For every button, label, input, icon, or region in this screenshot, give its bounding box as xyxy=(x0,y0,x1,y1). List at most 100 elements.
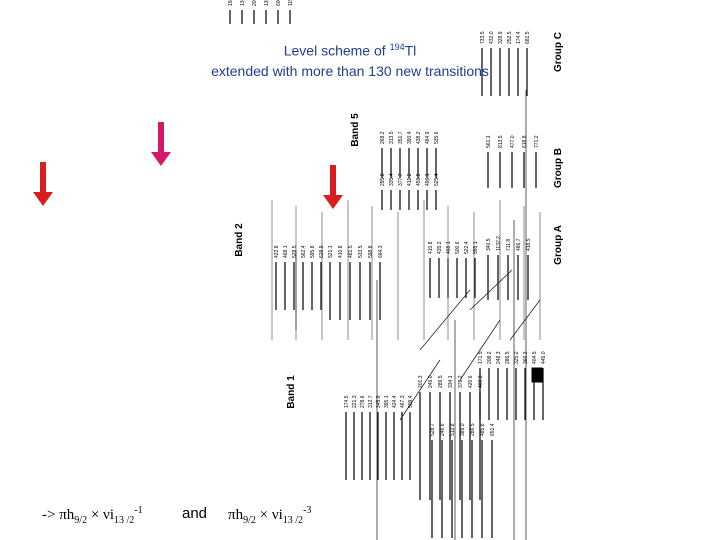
band2-right-transition-label: 410.8 xyxy=(338,245,344,258)
group-c-label: Group C xyxy=(553,32,564,72)
band-2-label: Band 2 xyxy=(234,223,245,257)
group-a-transition-label: 486.7 xyxy=(516,238,522,251)
band1-left-transition-label: 395.1 xyxy=(384,395,390,408)
band1-left-transition-label: 345.9 xyxy=(376,395,382,408)
formula-1-proton-sub: 9/2 xyxy=(74,515,87,526)
band-5-label: Band 5 xyxy=(350,113,361,147)
formula-2-exponent: -3 xyxy=(303,505,311,516)
band5-upper-transition-label: 268.2 xyxy=(380,131,386,144)
band5-upper-transition-label: 438.2 xyxy=(416,131,422,144)
diagram-subtitle: extended with more than 130 new transiti… xyxy=(160,62,540,80)
top-transition-label: 158.8 xyxy=(228,0,234,6)
link-line xyxy=(420,290,470,350)
title-element: Tl xyxy=(405,43,417,59)
band5-upper-transition-label: 535.6 xyxy=(434,131,440,144)
ground-state-marker xyxy=(532,368,542,382)
group-b-transition-label: 618.8 xyxy=(522,135,528,148)
band5-lower-transition-label: 377.7 xyxy=(398,173,404,186)
formula-2-proton: πh xyxy=(228,507,243,523)
group-a-transition-label: 340.5 xyxy=(486,238,492,251)
band2-left-transition-label: 468.1 xyxy=(283,245,289,258)
band1-left-transition-label: 467.3 xyxy=(400,395,406,408)
band5-lower-transition-label: 335.4 xyxy=(389,173,395,186)
formula-prefix: -> xyxy=(42,507,59,523)
center-transition-label: 435.2 xyxy=(437,241,443,254)
band2-right-transition-label: 664.3 xyxy=(378,245,384,258)
configuration-formula-1: -> πh9/2 × νi13 /2-1 xyxy=(42,505,143,526)
band1-left-transition-label: 174.5 xyxy=(344,395,350,408)
band1-left-transition-label: 424.4 xyxy=(392,395,398,408)
formula-2-proton-sub: 9/2 xyxy=(243,515,256,526)
band-1-label: Band 1 xyxy=(286,375,297,409)
bottom-transition-label: 485.6 xyxy=(480,423,486,436)
band5-lower-transition-label: 496.1 xyxy=(425,173,431,186)
band1-mid-transition-label: 201.3 xyxy=(418,375,424,388)
bottom-transition-label: 389.0 xyxy=(460,423,466,436)
top-transition-label: 115.0 xyxy=(288,0,294,6)
center-transition-label: 468.1 xyxy=(446,241,452,254)
group-a-transition-label: 418.5 xyxy=(526,238,532,251)
link-line xyxy=(510,300,540,340)
band1-right-transition-label: 171.5 xyxy=(478,351,484,364)
band1-right-transition-label: 366.3 xyxy=(523,351,529,364)
band1-mid-transition-label: 378.2 xyxy=(458,375,464,388)
center-transition-label: 555.1 xyxy=(473,241,479,254)
band1-right-transition-label: 208.2 xyxy=(487,351,493,364)
band1-right-transition-label: 325.2 xyxy=(514,351,520,364)
band1-left-transition-label: 278.6 xyxy=(360,395,366,408)
band1-right-transition-label: 404.5 xyxy=(532,351,538,364)
band2-left-transition-label: 628.9 xyxy=(319,245,325,258)
band2-left-transition-label: 595.8 xyxy=(310,245,316,258)
down-arrow-icon-middle xyxy=(151,122,171,166)
bottom-transition-label: 651.4 xyxy=(490,423,496,436)
formula-2-neutron-sub: 13 /2 xyxy=(283,515,303,526)
formula-1-neutron: × νi xyxy=(87,507,114,523)
band5-upper-transition-label: 484.9 xyxy=(425,131,431,144)
band2-right-transition-label: 598.8 xyxy=(368,245,374,258)
band5-lower-transition-label: 525.4 xyxy=(434,173,440,186)
formula-1-neutron-sub: 13 /2 xyxy=(114,515,134,526)
band5-upper-transition-label: 390.4 xyxy=(407,131,413,144)
link-line xyxy=(470,270,512,310)
band1-mid-transition-label: 289.5 xyxy=(438,375,444,388)
band2-right-transition-label: 481.5 xyxy=(348,245,354,258)
formula-conjunction: and xyxy=(182,505,207,522)
down-arrow-icon-right xyxy=(323,165,343,209)
formula-1-exponent: -1 xyxy=(134,505,142,516)
center-transition-label: 500.6 xyxy=(455,241,461,254)
group-a-label: Group A xyxy=(553,225,564,265)
diagram-title: Level scheme of 194Tl xyxy=(160,38,540,60)
top-transition-label: 600.0 xyxy=(276,0,282,6)
band1-mid-transition-label: 334.1 xyxy=(448,375,454,388)
band1-left-transition-label: 509.4 xyxy=(408,395,414,408)
band1-left-transition-label: 221.3 xyxy=(352,395,358,408)
down-arrow-icon-left xyxy=(33,162,53,206)
band1-mid-transition-label: 460.3 xyxy=(478,375,484,388)
formula-1-proton: πh xyxy=(59,507,74,523)
band1-mid-transition-label: 420.6 xyxy=(468,375,474,388)
band2-left-transition-label: 562.4 xyxy=(301,245,307,258)
group-a-transition-label: 711.8 xyxy=(506,239,512,251)
band5-lower-transition-label: 419.2 xyxy=(407,173,413,186)
configuration-formula-2: πh9/2 × νi13 /2-3 xyxy=(228,505,311,526)
band5-upper-transition-label: 313.5 xyxy=(389,131,395,144)
band5-lower-transition-label: 459.8 xyxy=(416,173,422,186)
top-transition-label: 138.5 xyxy=(264,0,270,6)
center-transition-label: 410.8 xyxy=(428,241,434,254)
group-b-transition-label: 813.5 xyxy=(498,135,504,148)
group-b-transition-label: 771.2 xyxy=(534,135,540,148)
bottom-transition-label: 528.7 xyxy=(430,423,436,436)
band5-lower-transition-label: 295.8 xyxy=(380,173,386,186)
band2-right-transition-label: 533.5 xyxy=(358,245,364,258)
center-transition-label: 522.4 xyxy=(464,241,470,254)
group-b-label: Group B xyxy=(553,148,564,188)
band2-left-transition-label: 528.5 xyxy=(292,245,298,258)
band1-right-transition-label: 248.3 xyxy=(496,351,502,364)
title-mass-number: 194 xyxy=(390,42,405,52)
top-transition-label: 134.8 xyxy=(240,0,246,6)
band2-left-transition-label: 422.8 xyxy=(274,245,280,258)
top-transition-label: 209.7 xyxy=(252,0,258,6)
band2-right-transition-label: 521.1 xyxy=(328,245,334,258)
bottom-transition-label: 286.5 xyxy=(470,423,476,436)
